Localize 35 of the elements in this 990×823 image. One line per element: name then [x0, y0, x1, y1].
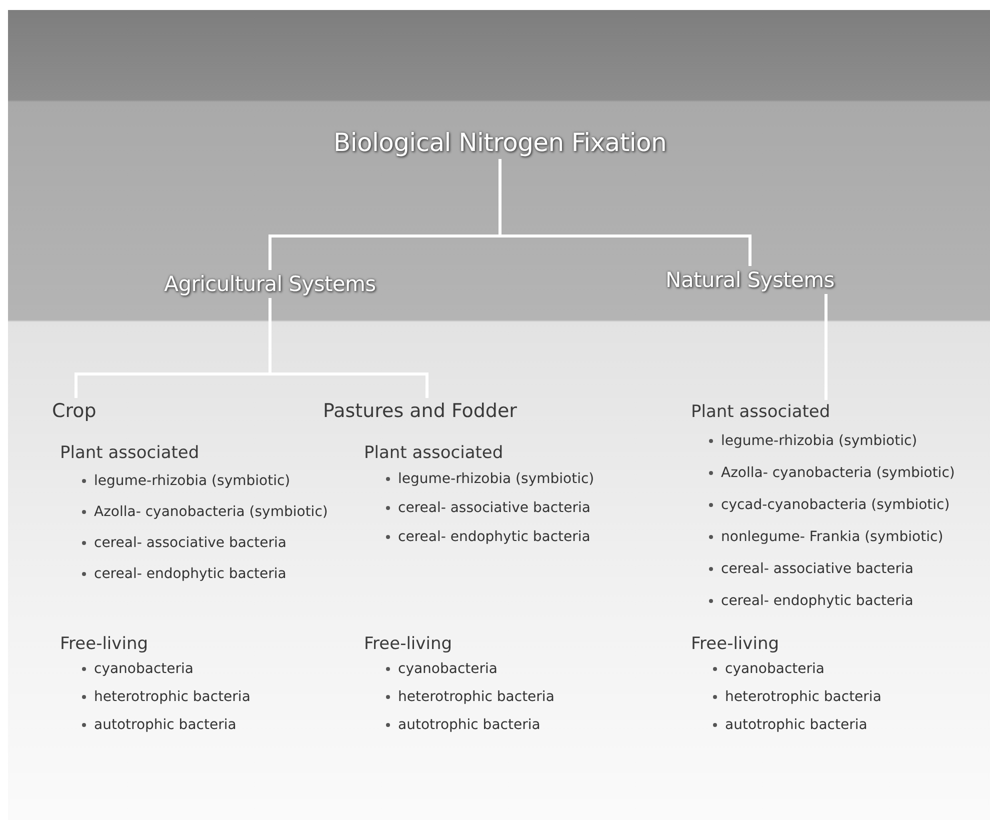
list-item-text: Azolla- cyanobacteria (symbiotic)	[94, 503, 328, 521]
list-item-text: heterotrophic bacteria	[398, 688, 554, 706]
list-item-text: cycad-cyanobacteria (symbiotic)	[721, 496, 950, 514]
heading-text: Biological Nitrogen Fixation	[300, 128, 700, 157]
list-item-text: autotrophic bacteria	[725, 716, 868, 734]
list-item-text: cereal- endophytic bacteria	[721, 592, 914, 610]
list-item-text: cereal- endophytic bacteria	[94, 565, 286, 583]
subheading-text: Plant associated	[60, 443, 200, 463]
category-text: Crop	[52, 400, 100, 422]
heading-text: Natural Systems	[620, 268, 880, 292]
list-item-text: legume-rhizobia (symbiotic)	[94, 472, 290, 490]
heading-text: Agricultural Systems	[140, 272, 400, 296]
list-item-text: legume-rhizobia (symbiotic)	[398, 470, 594, 488]
category-text: Pastures and Fodder	[323, 400, 531, 422]
list-item-text: autotrophic bacteria	[94, 716, 236, 734]
list-item-text: cyanobacteria	[725, 660, 824, 678]
subheading-text: Plant associated	[691, 402, 830, 422]
list-item-text: cereal- associative bacteria	[721, 560, 914, 578]
connector-line	[824, 294, 828, 400]
list-item-text: heterotrophic bacteria	[725, 688, 882, 706]
list-item-text: heterotrophic bacteria	[94, 688, 250, 706]
list-item-text: autotrophic bacteria	[398, 716, 540, 734]
list-item-text: cereal- associative bacteria	[94, 534, 286, 552]
list-item-text: Azolla- cyanobacteria (symbiotic)	[721, 464, 955, 482]
subheading-text: Free-living	[691, 634, 780, 654]
list-item-text: nonlegume- Frankia (symbiotic)	[721, 528, 944, 546]
subheading-text: Free-living	[364, 634, 452, 654]
subheading-text: Free-living	[60, 634, 148, 654]
list-item-text: cyanobacteria	[398, 660, 498, 678]
connector-line	[498, 159, 752, 266]
list-item-text: cyanobacteria	[94, 660, 194, 678]
list-item-text: cereal- associative bacteria	[398, 499, 590, 517]
subheading-text: Plant associated	[364, 443, 504, 463]
list-item-text: legume-rhizobia (symbiotic)	[721, 432, 918, 450]
list-item-text: cereal- endophytic bacteria	[398, 528, 590, 546]
